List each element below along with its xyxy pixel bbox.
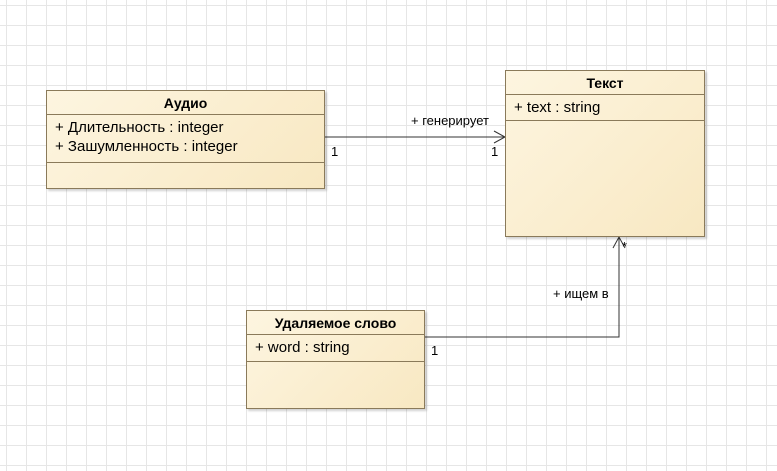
- association-generates[interactable]: [325, 130, 507, 144]
- attribute: + word : string: [255, 339, 350, 356]
- attributes-compartment: + text : string: [506, 95, 704, 121]
- attribute: + Длительность : integer: [55, 119, 224, 136]
- attribute: + text : string: [514, 99, 601, 116]
- class-name: Текст: [506, 71, 704, 95]
- arrowhead-icon: [612, 235, 626, 249]
- class-audio[interactable]: Аудио + Длительность : integer + Зашумле…: [46, 90, 325, 189]
- multiplicity-label: *: [622, 239, 628, 254]
- class-name: Удаляемое слово: [247, 311, 424, 335]
- class-text[interactable]: Текст + text : string: [505, 70, 705, 237]
- attributes-compartment: + Длительность : integer + Зашумленность…: [47, 115, 324, 163]
- attributes-compartment: + word : string: [247, 335, 424, 362]
- class-removed-word[interactable]: Удаляемое слово + word : string: [246, 310, 425, 409]
- role-label-searched-in: + ищем в: [553, 286, 609, 301]
- multiplicity-label: 1: [431, 343, 439, 358]
- multiplicity-label: 1: [331, 144, 339, 159]
- role-label-generates: + генерирует: [411, 113, 489, 128]
- class-name: Аудио: [47, 91, 324, 115]
- attribute: + Зашумленность : integer: [55, 138, 238, 155]
- association-searched-in[interactable]: [425, 235, 626, 338]
- multiplicity-label: 1: [491, 144, 499, 159]
